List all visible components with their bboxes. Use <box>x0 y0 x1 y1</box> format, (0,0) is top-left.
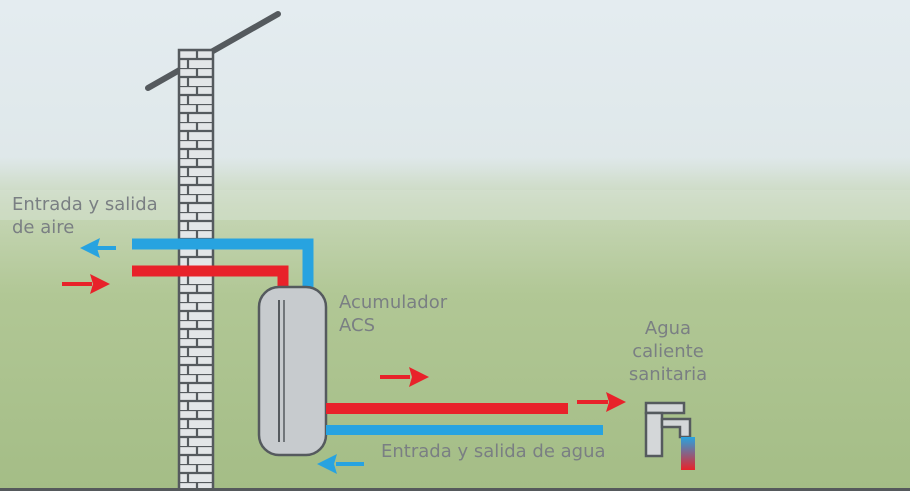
air-duct-hot <box>132 265 289 290</box>
water-in-out-label: Entrada y salida de agua <box>381 440 606 463</box>
arrow-left-blue-icon <box>317 454 364 474</box>
tank-label-line-1: Acumulador <box>339 292 448 313</box>
tank-label-line-2: ACS <box>339 315 375 336</box>
tank-icon <box>257 285 328 457</box>
tank-label: Acumulador ACS <box>339 291 447 337</box>
tap-icon <box>644 401 695 470</box>
arrow-left-blue-icon <box>80 238 116 258</box>
air-label-line-2: de aire <box>12 217 75 238</box>
hot-water-label-line-3: sanitaria <box>628 364 708 385</box>
water-label-line: Entrada y salida de agua <box>381 441 606 462</box>
air-duct-cold <box>132 238 314 290</box>
hot-water-label-line-1: Agua <box>644 318 692 339</box>
arrow-right-red-icon <box>577 392 626 412</box>
hot-water-pipe <box>326 403 568 414</box>
air-in-out-label: Entrada y salida de aire <box>12 193 158 239</box>
arrow-right-red-icon <box>380 367 429 387</box>
horizon-haze <box>0 190 910 220</box>
ground-line <box>0 488 910 491</box>
hot-water-label: Agua caliente sanitaria <box>612 317 724 386</box>
air-label-line-1: Entrada y salida <box>12 194 158 215</box>
cold-water-pipe <box>326 425 603 435</box>
hot-water-label-line-2: caliente <box>632 341 704 362</box>
arrow-right-red-icon <box>62 274 110 294</box>
